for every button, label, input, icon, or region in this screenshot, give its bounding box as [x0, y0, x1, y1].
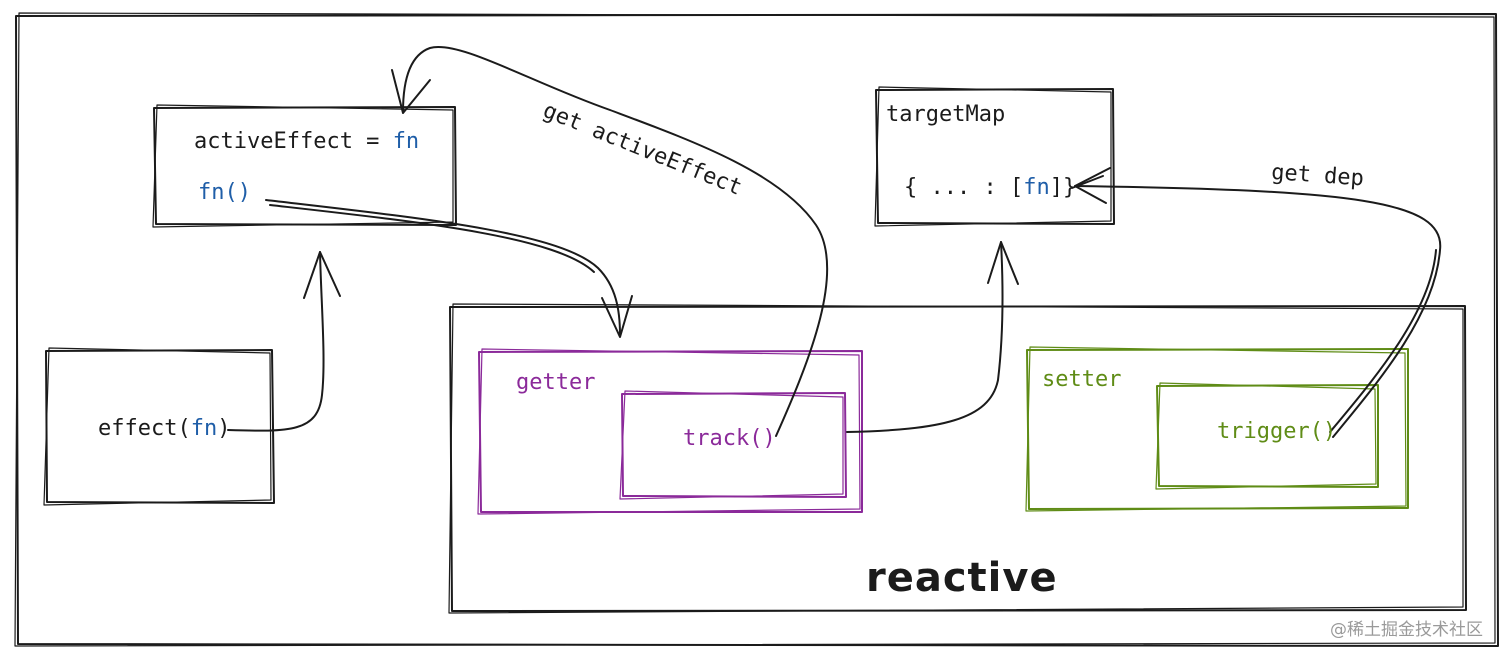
- reactive-label: reactive: [866, 555, 1058, 601]
- active-effect-assign-left: activeEffect =: [194, 129, 393, 154]
- effect-call-suffix: ): [217, 416, 231, 441]
- target-map-entry-right: ]}: [1049, 175, 1077, 200]
- track-label: track(): [683, 426, 776, 451]
- arrow-track-get-active-effect: [391, 46, 829, 437]
- target-map-box-frame: [874, 86, 1115, 227]
- arrow-effect-to-active-effect: [227, 251, 341, 432]
- trigger-label: trigger(): [1217, 419, 1337, 444]
- effect-box-frame: [43, 347, 275, 506]
- target-map-entry-left: { ... : [: [904, 175, 1024, 200]
- setter-box-frame: [1025, 346, 1409, 512]
- effect-call-arg: fn: [190, 416, 218, 441]
- arrow-fn-call-to-getter: [265, 199, 633, 338]
- arrow-trigger-get-dep: [1071, 167, 1442, 438]
- effect-call-prefix: effect(: [98, 416, 191, 441]
- reactive-box-frame: [448, 303, 1467, 614]
- getter-label: getter: [516, 370, 596, 395]
- track-box-frame: [619, 390, 847, 500]
- trigger-box-frame: [1155, 382, 1379, 490]
- outer-frame: [14, 12, 1499, 647]
- arrow-track-to-target-map: [846, 241, 1019, 433]
- fn-call-label: fn(): [198, 180, 251, 205]
- getter-box-frame: [477, 348, 863, 515]
- watermark: @稀土掘金技术社区: [1330, 620, 1483, 640]
- active-effect-assign-fn: fn: [392, 129, 420, 154]
- active-effect-assignment: activeEffect = fn: [194, 131, 419, 153]
- target-map-title: targetMap: [886, 102, 1006, 127]
- target-map-entry-fn: fn: [1023, 175, 1050, 200]
- target-map-entry: { ... : [fn]}: [904, 177, 1076, 199]
- effect-call-label: effect(fn): [98, 418, 230, 440]
- setter-label: setter: [1042, 367, 1122, 392]
